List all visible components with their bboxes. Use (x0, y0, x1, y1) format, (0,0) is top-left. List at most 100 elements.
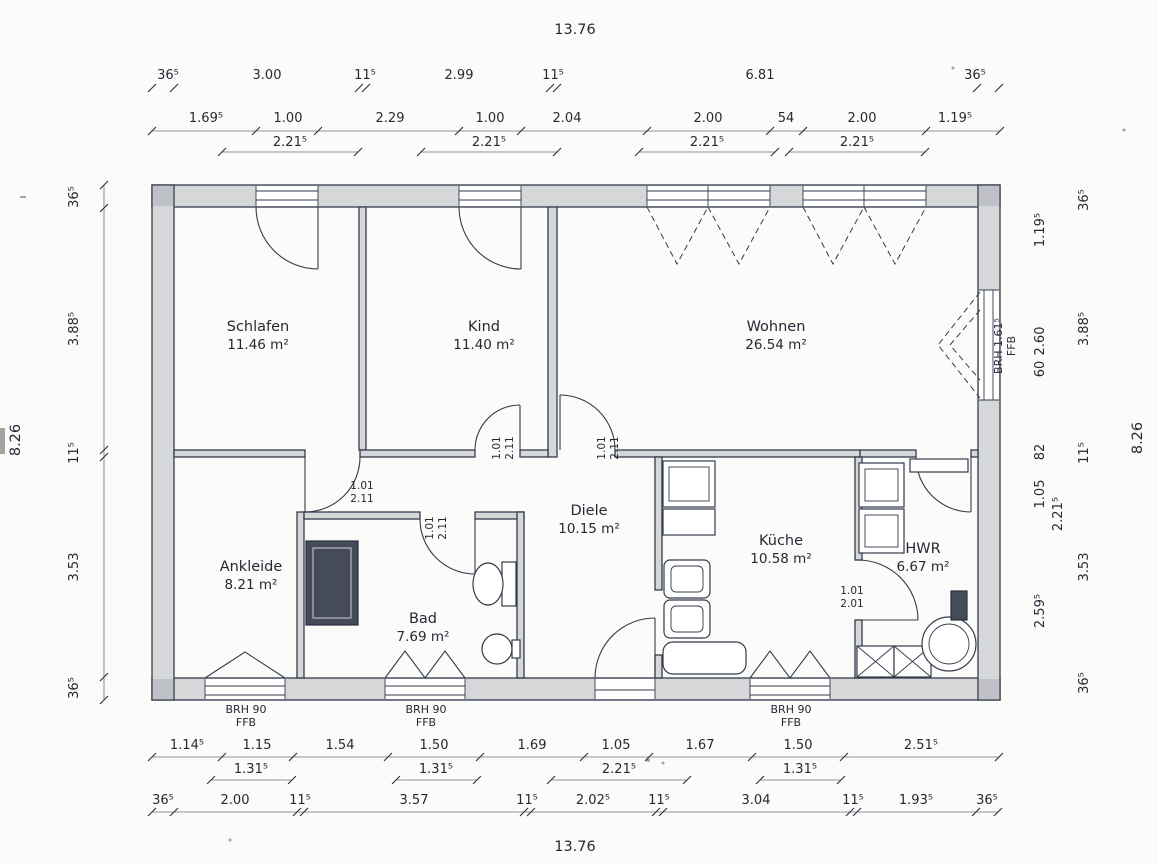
dim-label: 1.31⁵ (419, 762, 453, 777)
dim-label: 11⁵ (289, 793, 311, 808)
dim-label: 2.21⁵ (602, 762, 636, 777)
door-label-bad-w: 1.01 (424, 516, 436, 539)
dims-right: 36⁵ 3.88⁵ 11⁵ 3.53 36⁵ 1.19⁵ 2.60 60 82 … (1033, 189, 1092, 694)
door-label-hwr-w: 1.01 (840, 585, 863, 597)
dim-label: 11⁵ (516, 793, 538, 808)
utility-fixtures (856, 458, 977, 678)
dim-label: 2.00 (221, 793, 250, 808)
scan-artifacts (0, 66, 1126, 842)
bath-sink (481, 633, 513, 665)
dim-label: 1.93⁵ (899, 793, 933, 808)
dim-label: 3.57 (400, 793, 429, 808)
door-label-schlafen-w: 1.01 (350, 480, 373, 492)
dim-label: 11⁵ (354, 68, 376, 83)
dim-label: 2.21⁵ (1051, 497, 1066, 531)
toilet-bowl (472, 562, 504, 606)
door-label-schlafen-h: 2.11 (350, 493, 373, 505)
door-label-kind-w: 1.01 (491, 436, 503, 459)
dim-label: 2.21⁵ (840, 135, 874, 150)
dims-top: 36⁵ 3.00 11⁵ 2.99 11⁵ 6.81 36⁵ 1.69⁵ 1.0… (157, 68, 986, 150)
dim-label: 3.88⁵ (67, 312, 82, 346)
door-label-wohnen-h: 2.11 (609, 436, 621, 459)
room-name-hwr: HWR (905, 541, 940, 557)
dim-label: 54 (778, 111, 795, 126)
dim-label: 2.00 (694, 111, 723, 126)
kitchen-fixtures (662, 460, 747, 675)
dim-label: 6.81 (746, 68, 775, 83)
brh-label-wohnen-2: FFB (1005, 336, 1018, 356)
dim-label: 1.05 (602, 738, 631, 753)
dim-label: 11⁵ (542, 68, 564, 83)
sink-basin-1 (663, 559, 711, 599)
door-label-wohnen-w: 1.01 (596, 436, 608, 459)
dim-label: 1.54 (326, 738, 355, 753)
dim-label: 36⁵ (67, 186, 82, 208)
dim-label: 11⁵ (1077, 442, 1092, 464)
room-area-kind: 11.40 m² (453, 337, 515, 353)
dims-left: 36⁵ 3.88⁵ 11⁵ 3.53 36⁵ (67, 186, 82, 699)
dims-bottom: 1.14⁵ 1.15 1.54 1.50 1.69 1.05 1.67 1.50… (152, 738, 998, 808)
dim-label: 11⁵ (648, 793, 670, 808)
brh-label-wohnen-1: BRH 1.61⁵ (992, 318, 1005, 374)
dim-overall-left: 8.26 (8, 424, 24, 456)
dim-label: 36⁵ (976, 793, 998, 808)
window-openings (204, 186, 999, 699)
dim-label: 2.02⁵ (576, 793, 610, 808)
brh-label-bad-1: BRH 90 (406, 703, 447, 716)
room-name-kueche: Küche (759, 533, 803, 549)
dim-label: 2.21⁵ (690, 135, 724, 150)
brh-label-kueche-2: FFB (781, 716, 801, 729)
dim-label: 1.31⁵ (783, 762, 817, 777)
dim-label: 1.50 (784, 738, 813, 753)
shower (305, 540, 359, 626)
brh-label-kueche-1: BRH 90 (771, 703, 812, 716)
washer (858, 462, 905, 508)
dim-label: 60 (1033, 361, 1048, 378)
dim-overall-bottom: 13.76 (554, 839, 596, 855)
window-swing-symbols (204, 206, 981, 679)
bathroom-fixtures (305, 540, 521, 665)
door-label-kind-h: 2.11 (504, 436, 516, 459)
dim-label: 1.50 (420, 738, 449, 753)
dim-label: 36⁵ (1077, 672, 1092, 694)
dim-overall-right: 8.26 (1130, 422, 1146, 454)
room-name-ankleide: Ankleide (220, 559, 283, 575)
dim-label: 1.67 (686, 738, 715, 753)
door-label-hwr-h: 2.01 (840, 598, 863, 610)
door-size-labels: 1.01 2.11 1.01 2.11 1.01 2.11 1.01 2.11 … (350, 436, 863, 610)
dim-label: 3.04 (742, 793, 771, 808)
brh-label-ankleide-1: BRH 90 (226, 703, 267, 716)
room-area-ankleide: 8.21 m² (225, 577, 278, 593)
dim-label: 2.21⁵ (273, 135, 307, 150)
outer-walls (151, 184, 1001, 701)
dim-label: 3.53 (1077, 553, 1092, 582)
dim-label: 36⁵ (152, 793, 174, 808)
dim-label: 2.60 (1033, 327, 1048, 356)
dim-label: 11⁵ (67, 442, 82, 464)
dim-label: 1.69 (518, 738, 547, 753)
toilet-tank (501, 561, 517, 607)
sink-basin-2 (663, 599, 711, 639)
dim-label: 1.14⁵ (170, 738, 204, 753)
counter (662, 641, 747, 675)
room-name-wohnen: Wohnen (747, 319, 806, 335)
room-labels: Schlafen 11.46 m² Kind 11.40 m² Wohnen 2… (220, 319, 950, 645)
room-name-diele: Diele (570, 503, 607, 519)
dim-label: 36⁵ (157, 68, 179, 83)
boiler (921, 616, 977, 672)
dim-label: 1.00 (476, 111, 505, 126)
room-name-bad: Bad (409, 611, 437, 627)
dim-label: 1.69⁵ (189, 111, 223, 126)
room-name-kind: Kind (468, 319, 500, 335)
room-area-kueche: 10.58 m² (750, 551, 812, 567)
dim-label: 2.04 (553, 111, 582, 126)
dim-label: 1.00 (274, 111, 303, 126)
dim-label: 2.51⁵ (904, 738, 938, 753)
dim-label: 1.31⁵ (234, 762, 268, 777)
dim-label: 3.88⁵ (1077, 312, 1092, 346)
dim-label: 36⁵ (1077, 189, 1092, 211)
shelf (909, 458, 969, 473)
room-area-diele: 10.15 m² (558, 521, 620, 537)
